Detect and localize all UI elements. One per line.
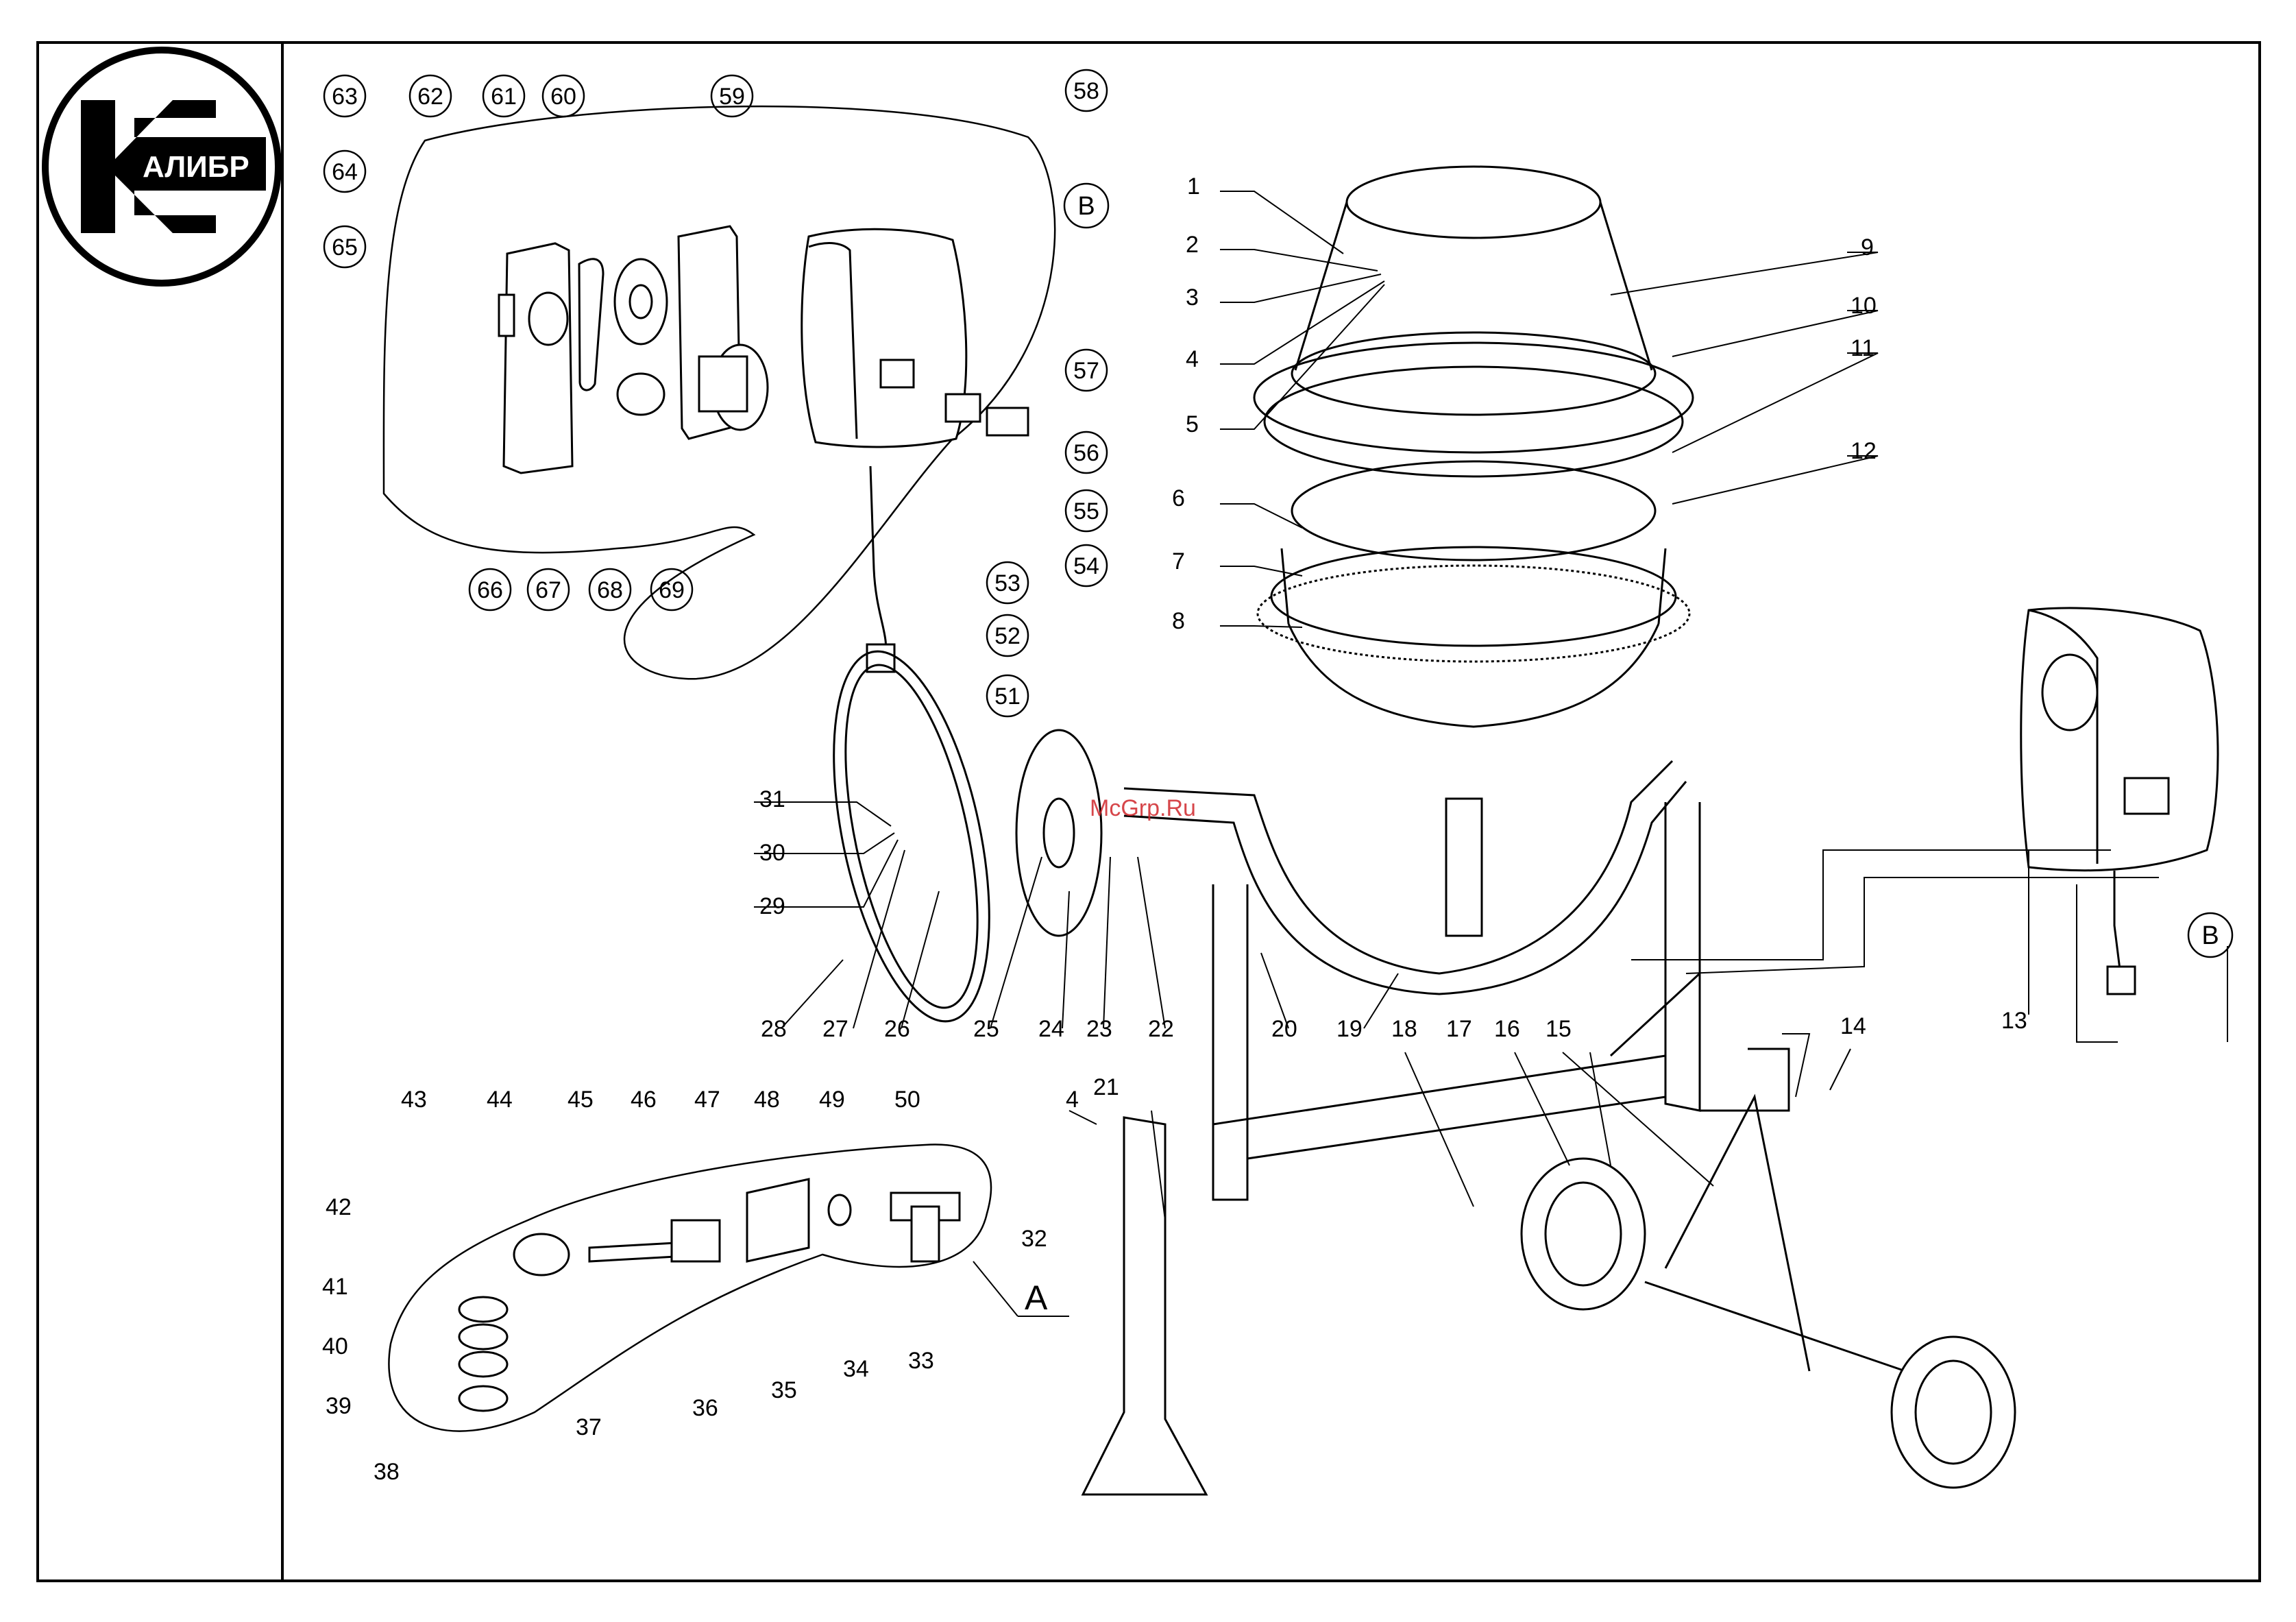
label-3: 3 [1186,285,1199,311]
label-38: 38 [374,1459,400,1485]
label-62: 62 [417,84,443,110]
label-19: 19 [1336,1016,1363,1042]
part-number-labels: 1 2 3 4 5 6 7 8 9 10 11 12 13 14 15 16 1… [322,173,2027,1485]
label-2: 2 [1186,232,1199,258]
label-65: 65 [332,234,358,261]
label-12: 12 [1851,438,1877,464]
chassis-frame [805,638,2015,1494]
label-48: 48 [754,1087,780,1113]
label-46: 46 [631,1087,657,1113]
label-35: 35 [771,1377,797,1403]
label-44: 44 [487,1087,513,1113]
label-33: 33 [908,1348,934,1374]
label-43: 43 [401,1087,427,1113]
label-55: 55 [1073,498,1099,524]
label-42: 42 [326,1194,352,1220]
label-61: 61 [491,84,517,110]
label-8: 8 [1172,608,1185,634]
label-30: 30 [759,840,785,866]
group-b-marker-right: B [2201,921,2219,950]
label-59: 59 [719,84,745,110]
label-53: 53 [994,570,1021,596]
label-45: 45 [567,1087,594,1113]
drum-assembly [1254,167,1693,727]
label-36: 36 [692,1395,718,1421]
group-a-label: A [1025,1279,1048,1317]
group-b-marker-top: B [1077,192,1095,221]
label-16: 16 [1494,1016,1520,1042]
label-20: 20 [1271,1016,1297,1042]
label-39: 39 [326,1393,352,1419]
label-64: 64 [332,159,358,185]
label-9: 9 [1861,234,1874,261]
label-54: 54 [1073,553,1099,579]
label-28: 28 [761,1016,787,1042]
label-68: 68 [597,577,623,603]
label-14: 14 [1840,1013,1866,1039]
label-40: 40 [322,1333,348,1359]
label-26: 26 [884,1016,910,1042]
label-18: 18 [1391,1016,1417,1042]
label-4-second: 4 [1066,1087,1079,1113]
label-15: 15 [1546,1016,1572,1042]
label-6: 6 [1172,485,1185,511]
label-22: 22 [1148,1016,1174,1042]
label-31: 31 [759,786,785,812]
label-58: 58 [1073,78,1099,104]
label-21: 21 [1093,1074,1119,1100]
label-60: 60 [550,84,576,110]
shaft-assembly-group [459,1179,960,1411]
label-69: 69 [659,577,685,603]
label-63: 63 [332,84,358,110]
label-32: 32 [1021,1226,1047,1252]
label-1: 1 [1187,173,1200,199]
label-10: 10 [1851,293,1877,319]
label-50: 50 [894,1087,920,1113]
label-56: 56 [1073,440,1099,466]
motor-parts-group [499,226,1028,672]
label-51: 51 [994,683,1021,710]
label-67: 67 [535,577,561,603]
logo-text: АЛИБР [143,150,249,184]
routing-lines [1631,850,2227,1042]
label-66: 66 [477,577,503,603]
label-7: 7 [1172,548,1185,574]
label-52: 52 [994,623,1021,649]
label-11: 11 [1851,335,1874,361]
label-25: 25 [973,1016,999,1042]
kalibr-logo: АЛИБР [45,50,278,283]
circled-part-labels [324,70,2232,957]
label-47: 47 [694,1087,720,1113]
group-a-marker: A [973,1261,1069,1317]
label-41: 41 [322,1274,348,1300]
label-57: 57 [1073,358,1099,384]
label-29: 29 [759,893,785,919]
label-5: 5 [1186,411,1199,437]
label-34: 34 [843,1356,869,1382]
label-13: 13 [2001,1008,2027,1034]
label-37: 37 [576,1414,602,1440]
label-49: 49 [819,1087,845,1113]
label-27: 27 [822,1016,848,1042]
label-23: 23 [1086,1016,1112,1042]
label-17: 17 [1446,1016,1472,1042]
label-24: 24 [1038,1016,1064,1042]
watermark: McGrp.Ru [1090,795,1196,821]
label-4: 4 [1186,346,1199,372]
